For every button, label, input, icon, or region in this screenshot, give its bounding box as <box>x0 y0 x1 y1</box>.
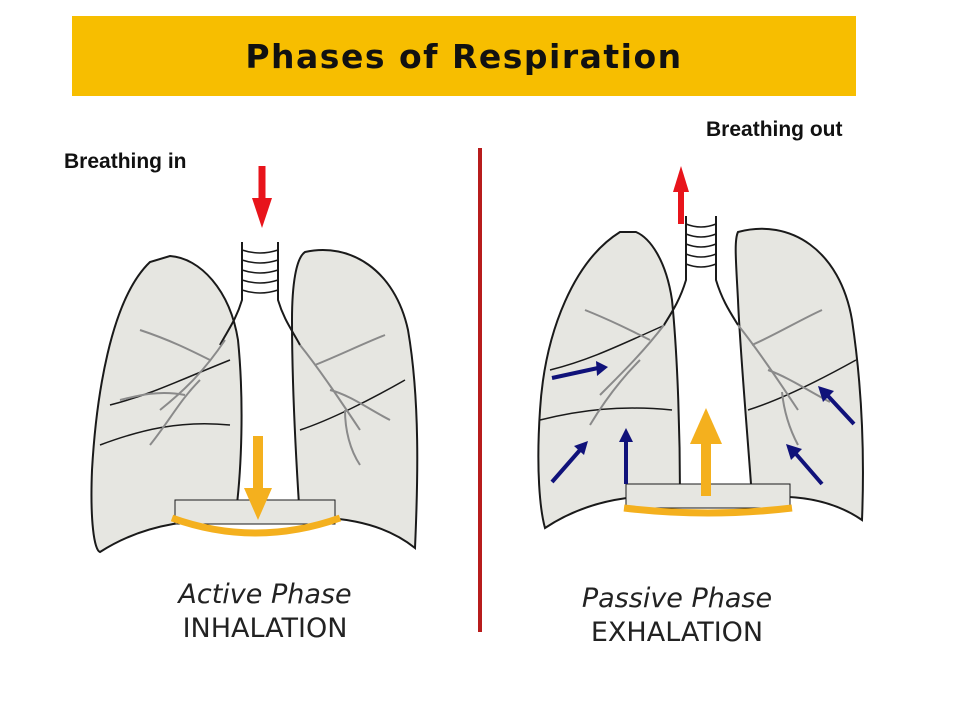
left-lungs-icon <box>90 242 419 554</box>
exhalation-caption: Passive Phase EXHALATION <box>560 582 794 650</box>
inhalation-caption: Active Phase INHALATION <box>150 578 380 646</box>
inhalation-label: INHALATION <box>182 613 348 644</box>
breathing-out-label: Breathing out <box>706 118 843 141</box>
passive-phase-label: Passive Phase <box>581 583 773 614</box>
right-lungs-icon <box>537 216 864 530</box>
diaphragm-up-arrow-icon <box>690 408 722 496</box>
page-title: Phases of Respiration <box>245 36 683 76</box>
exhalation-label: EXHALATION <box>590 617 764 648</box>
active-phase-label: Active Phase <box>178 579 352 610</box>
down-arrow-icon <box>252 166 272 228</box>
recoil-arrow-icon <box>550 361 856 486</box>
breathing-in-label: Breathing in <box>64 150 187 173</box>
diaphragm-down-arrow-icon <box>244 436 272 520</box>
up-arrow-icon <box>673 166 689 224</box>
panel-divider <box>478 148 482 632</box>
title-bar: Phases of Respiration <box>72 16 856 96</box>
